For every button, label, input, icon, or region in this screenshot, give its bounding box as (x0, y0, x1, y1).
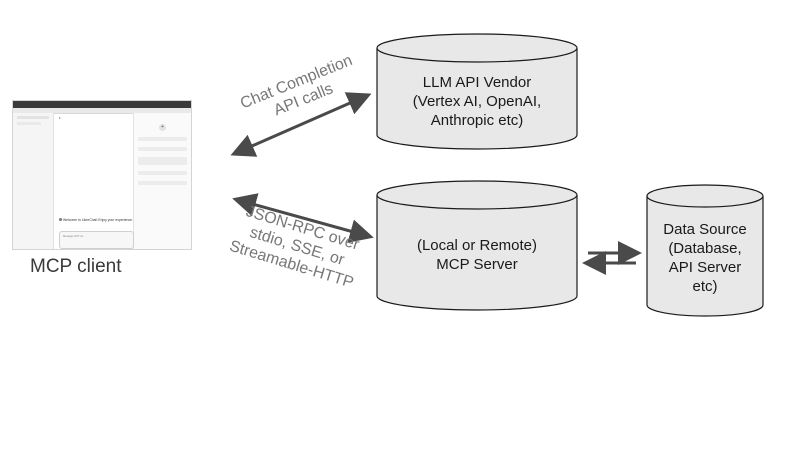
client-titlebar (13, 101, 191, 108)
client-settings-panel: + (133, 113, 191, 249)
data-source-line2: (Database, (668, 240, 742, 257)
data-source-cylinder (646, 184, 764, 317)
json-rpc-arrow (232, 193, 374, 243)
data-source-label: Data Source (Database, API Server etc) (647, 220, 763, 296)
assistant-avatar (59, 218, 62, 221)
client-welcome-text: Welcome to LibreChat! Enjoy your experie… (63, 218, 133, 222)
llm-vendor-line2: (Vertex AI, OpenAI, (412, 93, 542, 110)
data-source-line4: etc) (692, 278, 718, 295)
mcp-server-cylinder (376, 180, 578, 311)
llm-vendor-line1: LLM API Vendor (422, 74, 532, 91)
data-source-line1: Data Source (663, 221, 747, 238)
mcp-client-caption: MCP client (30, 256, 122, 277)
client-message-input: Message GPT-4o (59, 231, 134, 249)
llm-vendor-cylinder (376, 33, 578, 150)
mcp-server-label: (Local or Remote) MCP Server (377, 236, 577, 274)
chat-completion-arrow (230, 92, 372, 157)
llm-vendor-line3: Anthropic etc) (430, 112, 524, 129)
client-sidebar (13, 113, 54, 249)
mcp-client-screenshot: ▾ + Welcome to LibreChat! Enjoy your exp… (12, 100, 192, 250)
client-urlbar (13, 108, 191, 114)
mcp-server-line2: MCP Server (436, 256, 518, 273)
add-icon: + (159, 124, 166, 131)
client-model-selector: ▾ (59, 116, 61, 120)
server-datasource-arrow (582, 241, 642, 275)
llm-vendor-label: LLM API Vendor (Vertex AI, OpenAI, Anthr… (377, 73, 577, 130)
composer-placeholder: Message GPT-4o (63, 235, 84, 238)
mcp-server-line1: (Local or Remote) (416, 237, 538, 254)
data-source-line3: API Server (668, 259, 742, 276)
